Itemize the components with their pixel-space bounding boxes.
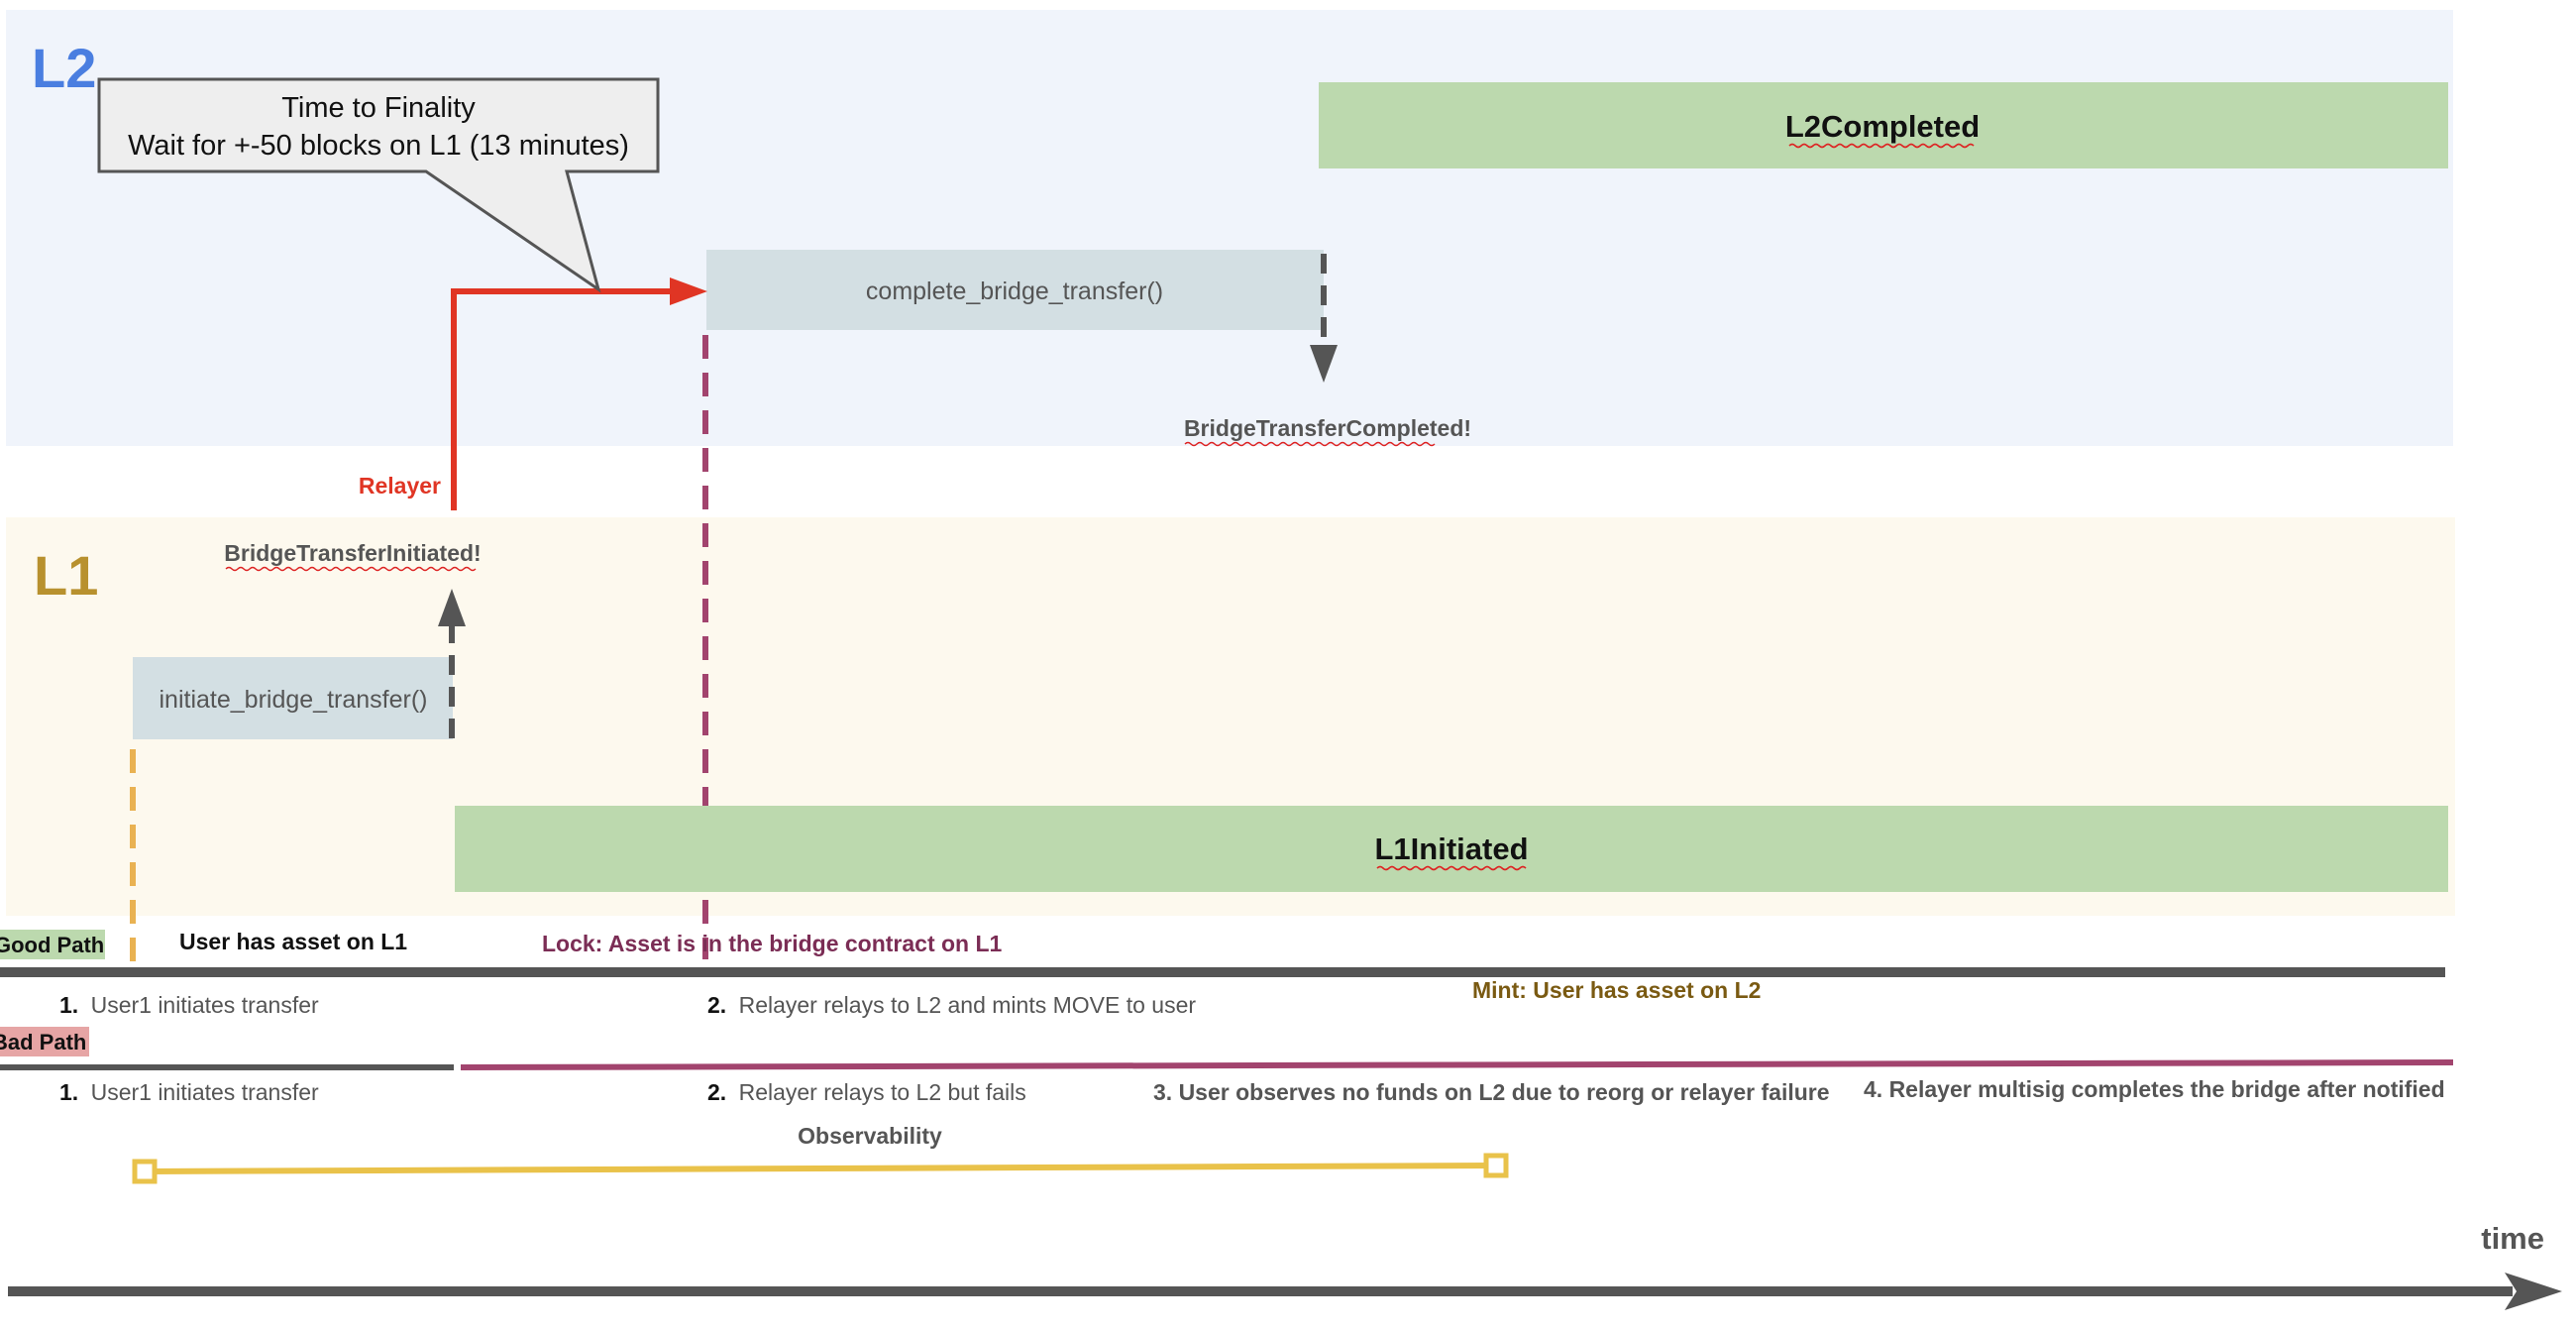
observability-start-marker — [132, 1159, 158, 1184]
bad-path-tag: Bad Path — [0, 1030, 86, 1054]
l2-lane — [6, 10, 2453, 446]
l1-lane-label: L1 — [34, 544, 98, 607]
observability-end-marker — [1483, 1153, 1509, 1178]
observability-label: Observability — [798, 1123, 942, 1149]
bad-path-step3: 3. User observes no funds on L2 due to r… — [1153, 1079, 1830, 1105]
bridge-transfer-initiated-event: BridgeTransferInitiated! — [224, 540, 481, 566]
bad-path-line-right — [460, 1059, 2454, 1070]
finality-callout — [97, 77, 660, 293]
bad-path-step2: 2. Relayer relays to L2 but fails — [707, 1079, 1026, 1105]
bad-path-tag-bg — [0, 1027, 89, 1056]
initiated-event-squiggle — [225, 566, 477, 572]
observability-line — [144, 1163, 1497, 1174]
good-path-mint: Mint: User has asset on L2 — [1472, 977, 1761, 1003]
bad-path-step4: 4. Relayer multisig completes the bridge… — [1864, 1076, 2445, 1102]
relayer-arrowhead — [670, 278, 707, 305]
good-path-tag-bg — [0, 930, 105, 959]
time-axis-arrowhead — [2505, 1273, 2562, 1310]
l2-completed-box — [1319, 82, 2448, 168]
good-path-lock: Lock: Asset is in the bridge contract on… — [542, 931, 1003, 956]
good-path-step2: 2. Relayer relays to L2 and mints MOVE t… — [707, 992, 1196, 1018]
complete-bridge-transfer-label: complete_bridge_transfer() — [866, 278, 1163, 305]
l1-initiated-squiggle — [1376, 865, 1527, 871]
finality-callout-line1: Time to Finality — [281, 92, 476, 124]
initiated-event-arrowhead — [438, 589, 466, 626]
time-axis-label: time — [2481, 1221, 2544, 1256]
completed-event-arrowhead — [1310, 345, 1338, 383]
completed-event-squiggle — [1184, 441, 1436, 447]
initiate-bridge-transfer-box — [133, 657, 453, 739]
initiate-bridge-transfer-label: initiate_bridge_transfer() — [160, 686, 428, 714]
bad-path-step1: 1. User1 initiates transfer — [59, 1079, 319, 1105]
l2-lane-label: L2 — [32, 37, 96, 99]
l2-completed-squiggle — [1788, 143, 1975, 149]
bridge-transfer-completed-event: BridgeTransferCompleted! — [1184, 415, 1471, 441]
l1-initiated-box — [455, 806, 2448, 892]
relayer-label: Relayer — [359, 473, 441, 499]
l2-completed-label: L2Completed — [1785, 109, 1980, 144]
complete-bridge-transfer-box — [706, 250, 1324, 330]
good-path-step1: 1. User1 initiates transfer — [59, 992, 319, 1018]
finality-callout-line2: Wait for +-50 blocks on L1 (13 minutes) — [128, 130, 629, 162]
good-path-user-asset: User has asset on L1 — [179, 929, 407, 954]
good-path-tag: Good Path — [0, 933, 104, 957]
l1-initiated-label: L1Initiated — [1374, 832, 1528, 866]
